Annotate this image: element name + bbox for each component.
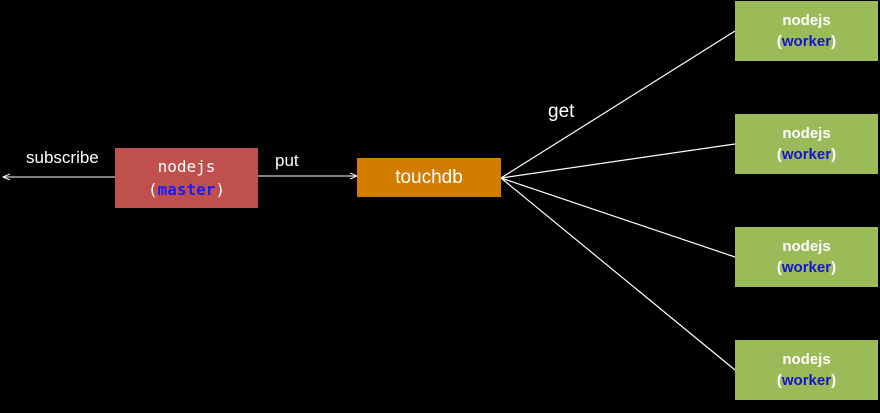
worker-close-paren: ) (831, 146, 837, 163)
worker-role: worker (781, 372, 832, 389)
master-close-paren: ) (215, 180, 226, 199)
master-node-role-line: (master) (148, 178, 225, 201)
worker-role: worker (781, 33, 832, 50)
worker-name: nodejs (782, 12, 831, 29)
master-role: master (157, 180, 216, 199)
worker-close-paren: ) (831, 259, 837, 276)
worker-name: nodejs (782, 351, 831, 368)
master-node: nodejs (master) (115, 148, 258, 208)
worker-node-4: nodejs (worker) (735, 340, 878, 400)
touchdb-node: touchdb (357, 158, 501, 197)
put-label: put (275, 151, 299, 170)
get-label: get (548, 101, 575, 122)
worker-open-paren: ( (776, 259, 782, 276)
worker-role-line: (worker) (777, 370, 836, 391)
master-open-paren: ( (147, 180, 158, 199)
get-line-worker-3 (500, 177, 736, 258)
worker-node-3: nodejs (worker) (735, 227, 878, 287)
worker-open-paren: ( (776, 146, 782, 163)
worker-open-paren: ( (776, 372, 782, 389)
worker-node-2: nodejs (worker) (735, 114, 878, 174)
get-line-worker-4 (500, 177, 736, 371)
worker-name: nodejs (782, 238, 831, 255)
touchdb-name: touchdb (395, 166, 463, 188)
get-line-worker-1 (500, 30, 736, 179)
worker-role-line: (worker) (777, 144, 836, 165)
subscribe-label: subscribe (26, 148, 99, 167)
worker-name: nodejs (782, 125, 831, 142)
worker-role: worker (781, 259, 832, 276)
worker-role: worker (781, 146, 832, 163)
worker-role-line: (worker) (777, 257, 836, 278)
worker-close-paren: ) (831, 33, 837, 50)
worker-role-line: (worker) (777, 31, 836, 52)
worker-open-paren: ( (776, 33, 782, 50)
worker-close-paren: ) (831, 372, 837, 389)
master-node-name: nodejs (157, 157, 216, 176)
worker-node-1: nodejs (worker) (735, 1, 878, 61)
get-line-worker-2 (500, 143, 736, 179)
